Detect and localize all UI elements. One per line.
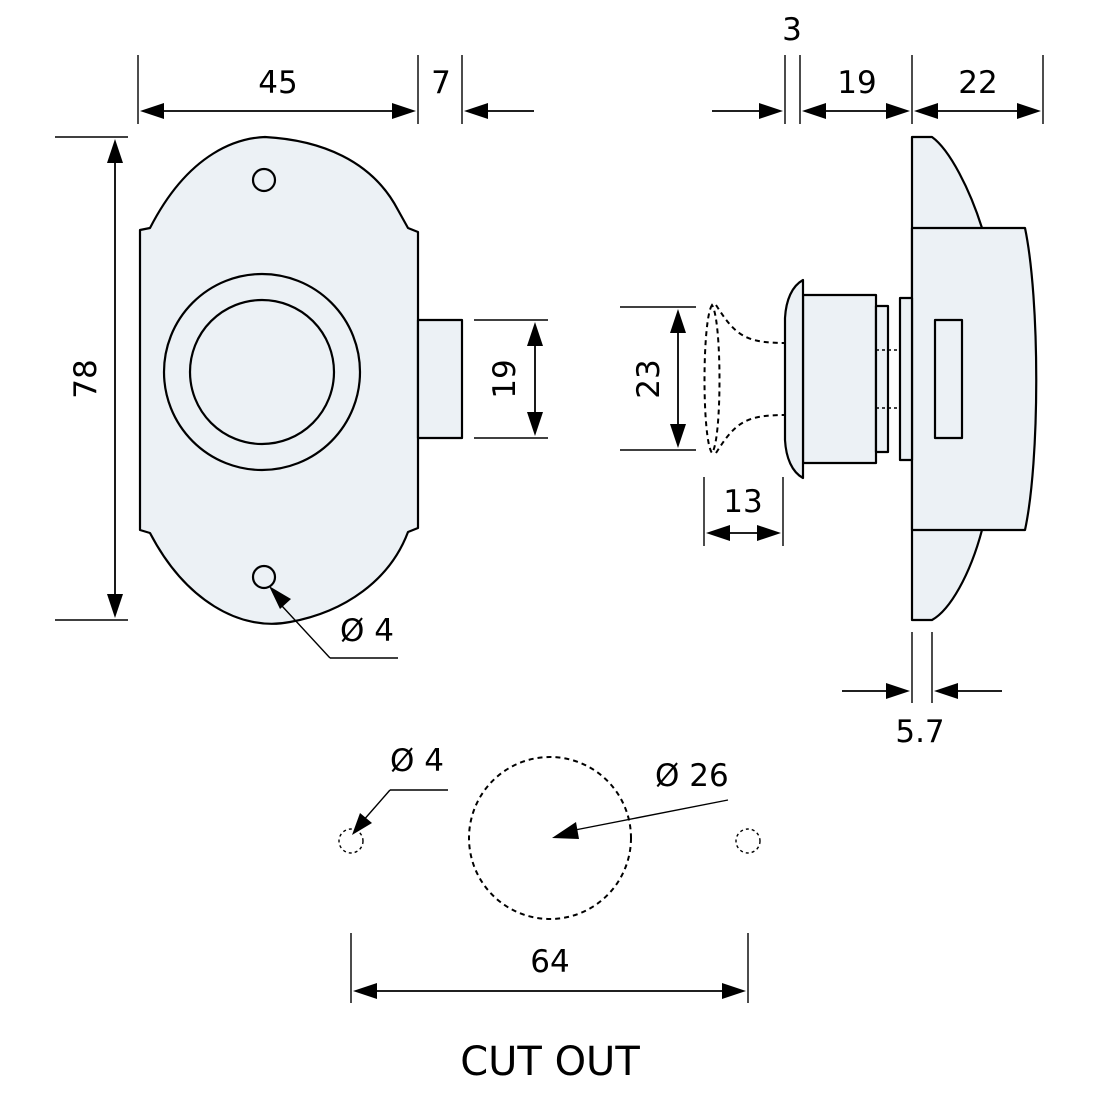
dimension-label: 45 [258,65,297,101]
dimension-label: Ø 26 [655,758,729,794]
cutout-view [338,756,761,920]
dimension-label: 13 [723,484,762,520]
dimension-label: 23 [631,359,667,398]
cylinder-ring [874,304,890,454]
mounting-hole-top [251,167,277,193]
leader-cutout-hole-dia-4: Ø 4 [352,743,448,835]
side-case [910,226,1038,532]
knob-silhouette-dashed [703,303,721,455]
cutout-main-hole [468,756,632,920]
dimension-bolt-offset-7: 7 [431,55,534,124]
leader-cutout-main-dia-26: Ø 26 [552,758,729,839]
cutout-hole-right [735,828,761,854]
leader-hole-dia-4: Ø 4 [269,586,398,659]
bolt-slot [933,318,964,440]
front-view [138,135,464,625]
dimension-label: 19 [837,65,876,101]
knob-face [188,298,336,446]
side-view [703,135,1038,622]
dimension-label: 7 [431,65,451,101]
dimension-label: Ø 4 [390,743,444,779]
mounting-hole-bottom [251,564,277,590]
dimension-back-plate-3: 3 [712,12,802,124]
dimension-label: 22 [958,65,997,101]
dimension-cutout-spacing-64: 64 [350,933,749,1003]
dimension-flange-5-7: 5.7 [842,632,1002,750]
latch-bolt [416,318,464,440]
dimension-case-depth-22: 22 [914,55,1044,124]
dimension-bolt-height-19: 19 [474,319,548,439]
dimension-label: 78 [68,359,104,398]
dimension-label: 19 [487,359,523,398]
cutout-title: CUT OUT [460,1039,640,1085]
dimension-label: 5.7 [895,714,944,750]
back-plate [898,296,914,462]
knob-head [783,278,805,480]
cylinder-body [801,293,878,465]
dimension-width-45: 45 [137,55,419,124]
cutout-hole-left [338,828,364,854]
dimension-knob-depth-13: 13 [703,477,784,546]
dimension-height-78: 78 [55,136,128,621]
dimension-label: Ø 4 [340,613,394,649]
dimension-label: 64 [530,944,569,980]
dimension-body-depth-19: 19 [799,55,913,124]
dimension-knob-dia-23: 23 [620,306,696,451]
dimension-label: 3 [782,12,802,48]
